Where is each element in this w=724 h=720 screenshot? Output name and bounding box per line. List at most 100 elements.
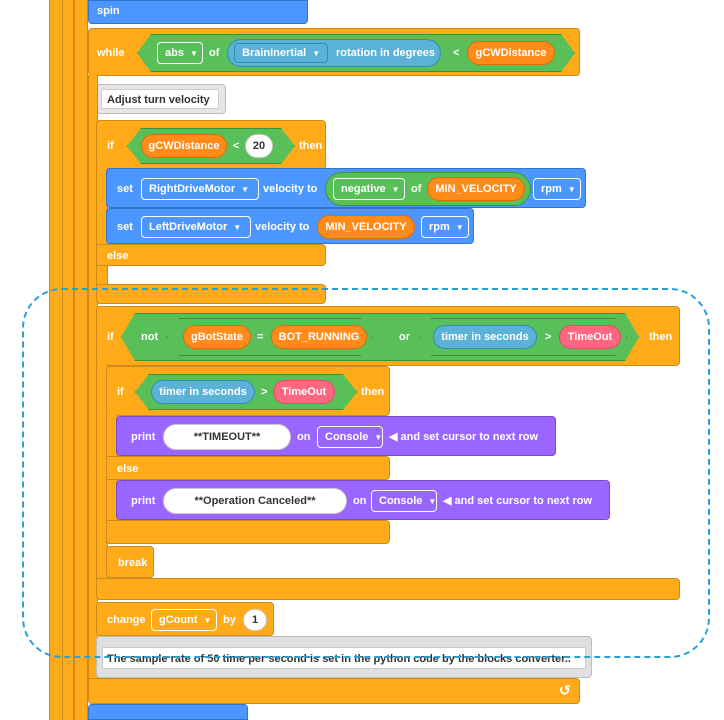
while-end-bar: ↺ <box>88 678 580 704</box>
timeout-label-2: TimeOut <box>281 386 327 398</box>
chevron-down-icon: ▼ <box>189 48 198 58</box>
negative-dropdown[interactable]: negative▼ <box>333 178 405 200</box>
timeout-var-1[interactable]: TimeOut <box>559 325 621 349</box>
of-label: of <box>209 47 220 59</box>
break-label: break <box>118 557 148 569</box>
if-keyword-3: if <box>117 386 124 398</box>
lt-operator: < <box>453 47 460 59</box>
if-keyword-1: if <box>107 140 114 152</box>
set-right-block[interactable]: set RightDriveMotor▼ velocity to negativ… <box>106 168 586 208</box>
print-text-1: **TIMEOUT** <box>193 431 261 443</box>
chevron-down-icon: ▼ <box>203 615 212 625</box>
top-partial-label: spin <box>97 5 120 17</box>
if1-else: else <box>107 250 129 262</box>
change-value-label: 1 <box>251 614 259 626</box>
left-motor-dropdown[interactable]: LeftDriveMotor▼ <box>141 216 251 238</box>
abs-label: abs <box>165 47 184 59</box>
chevron-down-icon: ▼ <box>241 184 250 194</box>
min-velocity-var-1[interactable]: MIN_VELOCITY <box>427 177 525 201</box>
timer-label-1: timer in seconds <box>441 331 529 343</box>
rpm-label-2: rpm <box>429 221 450 233</box>
var-label: gCWDistance <box>475 47 547 59</box>
comment-block[interactable]: Adjust turn velocity <box>96 84 226 114</box>
comment-inner <box>101 89 219 109</box>
set-left-block[interactable]: set LeftDriveMotor▼ velocity to MIN_VELO… <box>106 208 474 244</box>
chevron-down-icon: ▼ <box>428 496 437 506</box>
chevron-down-icon: ▼ <box>455 222 464 232</box>
caret-left-icon: ◀ <box>443 495 452 507</box>
chevron-down-icon: ▼ <box>567 184 576 194</box>
console-label-1: Console <box>325 431 369 443</box>
console-dropdown-2[interactable]: Console▼ <box>371 490 437 512</box>
print-block-2[interactable]: print **Operation Canceled** on Console▼… <box>116 480 610 520</box>
gcwdistance-var[interactable]: gCWDistance <box>467 41 555 65</box>
print-suffix-text-1: and set cursor to next row <box>400 431 539 443</box>
if1-then: then <box>299 140 323 152</box>
if1-else-bar: else <box>96 244 326 266</box>
if3-end-bar <box>106 520 390 544</box>
comment-text: Adjust turn velocity <box>107 94 210 106</box>
if-block-3[interactable]: if timer in seconds > TimeOut then <box>106 366 390 416</box>
print-text-input-2[interactable]: **Operation Canceled** <box>163 488 347 514</box>
print-suffix-1: ◀ and set cursor to next row <box>389 430 538 444</box>
chevron-down-icon: ▼ <box>233 222 242 232</box>
gcount-dropdown[interactable]: gCount▼ <box>151 609 217 631</box>
bot-running-var[interactable]: BOT_RUNNING <box>271 325 367 349</box>
rpm-dropdown-2[interactable]: rpm ▼ <box>421 216 469 238</box>
print-block-1[interactable]: print **TIMEOUT** on Console ▼ ◀ and set … <box>116 416 556 456</box>
bot-running-label: BOT_RUNNING <box>278 331 360 343</box>
if1-var[interactable]: gCWDistance <box>141 134 227 158</box>
not-label: not <box>141 331 159 343</box>
rotation-label: rotation in degrees <box>336 47 436 59</box>
if1-value[interactable]: 20 <box>245 134 273 158</box>
if3-then: then <box>361 386 385 398</box>
print-on-1: on <box>297 431 311 443</box>
right-motor-dropdown[interactable]: RightDriveMotor▼ <box>141 178 259 200</box>
gbotstate-var[interactable]: gBotState <box>183 325 251 349</box>
note-inner <box>102 647 586 669</box>
print-label-2: print <box>131 495 156 507</box>
bottom-partial-block[interactable] <box>88 704 248 720</box>
print-on-2: on <box>353 495 367 507</box>
min-velocity-label-1: MIN_VELOCITY <box>435 183 517 195</box>
timer-reporter-1[interactable]: timer in seconds <box>433 325 537 349</box>
negative-label: negative <box>341 183 386 195</box>
print-suffix-text-2: and set cursor to next row <box>454 495 593 507</box>
timer-label-2: timer in seconds <box>159 386 247 398</box>
timeout-var-2[interactable]: TimeOut <box>273 380 335 404</box>
print-label-1: print <box>131 431 156 443</box>
chevron-down-icon: ▼ <box>312 48 321 58</box>
console-dropdown-1[interactable]: Console ▼ <box>317 426 383 448</box>
sensor-label: BrainInertial <box>242 47 307 59</box>
timeout-label-1: TimeOut <box>567 331 613 343</box>
if-block-2[interactable]: if not gBotState = BOT_RUNNING or timer … <box>96 306 680 366</box>
min-velocity-var-2[interactable]: MIN_VELOCITY <box>317 215 415 239</box>
gbotstate-label: gBotState <box>191 331 243 343</box>
set-right-velocity-to: velocity to <box>263 183 318 195</box>
set-right-set: set <box>117 183 133 195</box>
inertial-dropdown[interactable]: BrainInertial ▼ <box>234 43 328 63</box>
abs-dropdown[interactable]: abs ▼ <box>157 42 203 64</box>
change-block[interactable]: change gCount▼ by 1 <box>96 602 274 636</box>
set-left-velocity-to: velocity to <box>255 221 310 233</box>
if2-then: then <box>649 331 673 343</box>
min-velocity-label-2: MIN_VELOCITY <box>325 221 407 233</box>
if-block-1[interactable]: if gCWDistance < 20 then <box>96 120 326 170</box>
gt-operator-2: > <box>261 386 268 398</box>
top-partial-block[interactable]: spin <box>88 0 308 24</box>
while-block[interactable]: while abs▼ of BrainInertial▼ rotation in… <box>88 28 580 76</box>
if1-value-label: 20 <box>252 140 266 152</box>
inner-loop-spine <box>74 0 88 720</box>
chevron-down-icon: ▼ <box>374 432 383 442</box>
change-value[interactable]: 1 <box>243 609 267 631</box>
rpm-dropdown-1[interactable]: rpm▼ <box>533 178 581 200</box>
if3-else-bar: else <box>106 456 390 480</box>
print-text-input-1[interactable]: **TIMEOUT** <box>163 424 291 450</box>
print-text-2: **Operation Canceled** <box>194 495 316 507</box>
break-block[interactable]: break <box>106 546 154 578</box>
change-label: change <box>107 614 146 626</box>
timer-reporter-2[interactable]: timer in seconds <box>151 380 255 404</box>
rotation-reporter[interactable]: BrainInertial ▼ rotation in degrees <box>227 39 441 67</box>
if3-else: else <box>117 463 139 475</box>
outer-loop-spine-2 <box>62 0 74 720</box>
